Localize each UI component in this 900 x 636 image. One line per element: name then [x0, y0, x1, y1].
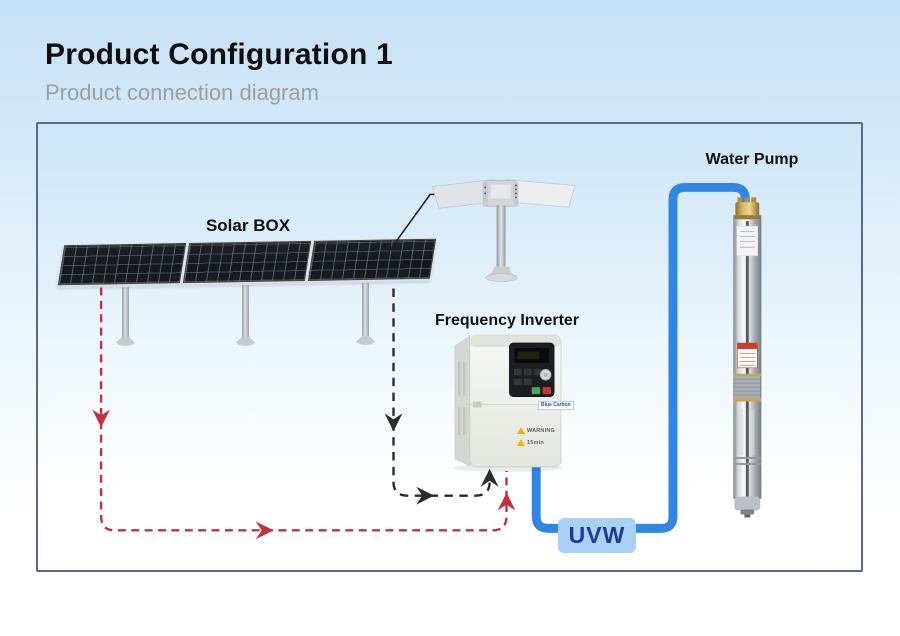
uvw-badge: UVW [558, 518, 636, 553]
water-pump-device [733, 197, 762, 518]
dc-line-red [92, 287, 516, 540]
inverter-warning-text: 15min [527, 439, 544, 446]
solar-array-pole [115, 282, 136, 346]
warning-triangle-icon [517, 427, 525, 434]
diagram-box: Solar BOX Frequency Inverter Water Pump … [36, 122, 863, 572]
solar-box-label: Solar BOX [205, 216, 291, 235]
solar-array-pole [355, 279, 376, 345]
page-subtitle: Product connection diagram [45, 80, 319, 105]
warning-triangle-icon [517, 439, 525, 446]
inverter-device [452, 334, 562, 472]
inverter-warning-row: 15min [517, 439, 544, 446]
diagram-canvas [92, 179, 762, 540]
inverter-run-button [531, 387, 541, 395]
frequency-inverter-label: Frequency Inverter [434, 312, 580, 329]
inverter-warning-text: WARNING [527, 427, 555, 434]
arrowhead-down [384, 413, 403, 432]
water-pump-label: Water Pump [705, 151, 799, 168]
pump-brass-fitting [735, 202, 760, 219]
arrowhead-right [416, 486, 435, 505]
page-title: Product Configuration 1 [45, 38, 393, 71]
arrowhead-right [255, 521, 274, 540]
dc-line-black [384, 288, 499, 505]
inverter-brand-label: Blue Carbon [538, 401, 574, 410]
arrowhead-up [480, 468, 499, 487]
solar-array-pole [235, 281, 256, 346]
inverter-stop-button [542, 387, 552, 395]
inverter-warning-row: WARNING [517, 427, 555, 434]
arrowhead-down [92, 409, 111, 428]
water-pipe [531, 182, 750, 533]
pole-base [115, 337, 136, 346]
back-unit-pole [496, 205, 506, 267]
arrowhead-up [497, 492, 516, 511]
pole-base [355, 336, 376, 345]
pole-base [235, 337, 256, 346]
solar-panel-back-unit [431, 179, 576, 282]
